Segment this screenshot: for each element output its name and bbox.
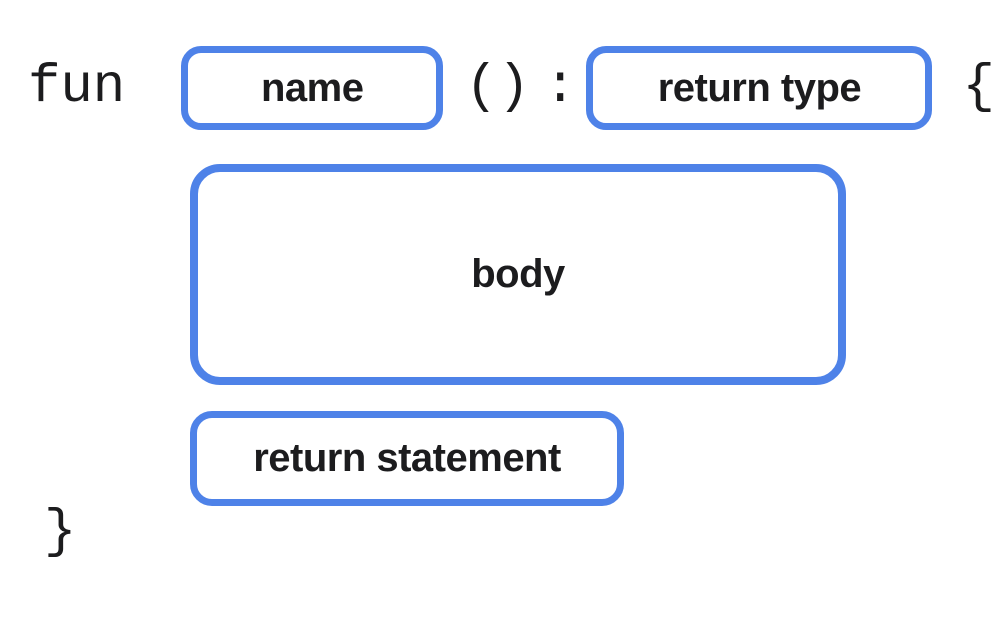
body-slot: body: [190, 164, 846, 385]
function-signature-row: fun name () : return type {: [28, 46, 995, 130]
name-slot-label: name: [260, 65, 364, 110]
name-slot: name: [181, 46, 444, 130]
return-type-slot: return type: [586, 46, 933, 130]
colon-token: :: [544, 57, 577, 118]
return-statement-slot: return statement: [190, 411, 624, 506]
body-slot-label: body: [471, 252, 565, 296]
return-type-slot-label: return type: [657, 65, 862, 110]
parentheses-token: (): [465, 57, 531, 118]
open-brace-token: {: [962, 57, 995, 118]
close-brace-token: }: [44, 502, 77, 563]
fun-keyword: fun: [28, 57, 126, 118]
return-statement-slot-label: return statement: [253, 436, 561, 480]
